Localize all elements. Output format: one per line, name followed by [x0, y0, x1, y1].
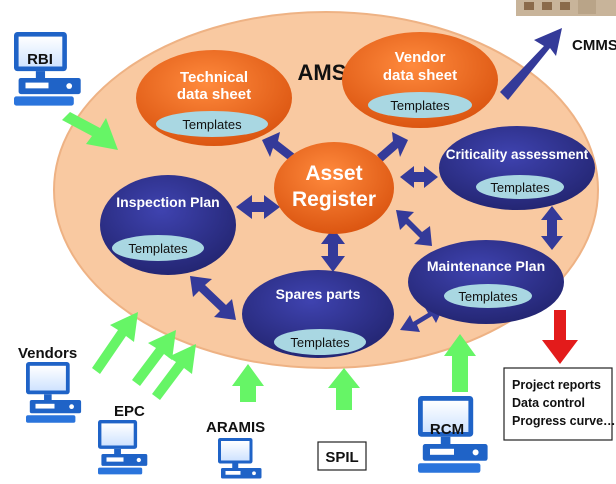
maintenance-templates-pill: [444, 284, 532, 308]
criticality-templates-pill: [476, 175, 564, 199]
vendor-templates-label: Templates: [390, 98, 450, 113]
arrow-vendors-in-1: [92, 312, 138, 374]
connectors: [190, 28, 563, 332]
arrow-aramis-in: [232, 364, 264, 402]
connector-asset-maintenance-arrow: [396, 210, 432, 246]
spil-box: [317, 441, 367, 471]
arrow-vendors-in-2: [132, 330, 176, 386]
node-inspection-plan: Inspection Plan Templates: [100, 175, 236, 275]
technical-templates-label: Templates: [182, 117, 242, 132]
report-item-data-control: Data control: [512, 396, 585, 410]
node-asset-register: Asset Register: [274, 142, 394, 234]
ams-label: AMS: [298, 60, 347, 85]
connector-criticality-asset-arrow: [400, 166, 438, 188]
node-vendor-data-sheet: Vendor data sheet Templates: [342, 32, 498, 128]
connector-technical-asset-arrow: [262, 132, 296, 162]
arrow-spil-in: [328, 368, 360, 410]
rbi-label: RBI: [27, 51, 53, 68]
node-technical-data-sheet: Technical data sheet Templates: [136, 50, 292, 146]
input-arrows: [62, 112, 476, 410]
epc-label: EPC: [114, 403, 145, 420]
criticality-templates-label: Templates: [490, 180, 550, 195]
technical-title-line2: data sheet: [177, 86, 251, 103]
cmms-label: CMMS: [572, 37, 616, 54]
spares-title: Spares parts: [276, 286, 361, 302]
technical-title-line1: Technical: [180, 69, 248, 86]
connector-vendor-asset-arrow: [377, 132, 408, 162]
node-maintenance-plan: Maintenance Plan Templates: [408, 240, 564, 324]
cmms-building-icon: [516, 0, 616, 16]
asset-register-line1: Asset: [305, 162, 362, 185]
vendors-label: Vendors: [18, 345, 77, 362]
vendors-computer-icon: [26, 362, 82, 423]
connector-inspection-spares-arrow: [190, 276, 236, 320]
report-item-progress-curve: Progress curve…: [512, 414, 616, 428]
arrow-to-cmms: [500, 28, 562, 100]
asset-register-ellipse: [274, 142, 394, 234]
inspection-templates-label: Templates: [128, 241, 188, 256]
maintenance-ellipse: [408, 240, 564, 324]
inspection-title: Inspection Plan: [116, 194, 219, 210]
connector-asset-spares-arrow: [321, 228, 345, 272]
rcm-label: RCM: [430, 421, 464, 438]
spares-templates-label: Templates: [290, 335, 350, 350]
maintenance-title: Maintenance Plan: [427, 258, 545, 274]
spares-templates-pill: [274, 329, 366, 355]
epc-computer-icon: [98, 420, 148, 475]
aramis-label: ARAMIS: [206, 419, 265, 436]
asset-register-line2: Register: [292, 188, 376, 211]
arrow-to-reports: [542, 310, 578, 364]
vendor-templates-pill: [368, 92, 472, 118]
connector-criticality-maintenance-arrow: [541, 206, 563, 250]
arrow-rbi-in: [62, 112, 118, 150]
inspection-templates-pill: [112, 235, 204, 261]
rbi-computer-icon: [14, 32, 81, 106]
vendor-title-line1: Vendor: [395, 49, 446, 66]
arrow-rcm-in: [444, 334, 476, 392]
technical-templates-pill: [156, 111, 268, 137]
criticality-title: Criticality assessment: [446, 147, 589, 162]
node-criticality-assessment: Criticality assessment Templates: [439, 126, 595, 210]
arrow-epc-in: [152, 344, 196, 400]
reports-box: [503, 367, 613, 441]
aramis-computer-icon: [218, 438, 262, 484]
report-item-project-reports: Project reports: [512, 378, 601, 392]
spil-label: SPIL: [325, 449, 358, 466]
vendor-title-line2: data sheet: [383, 67, 457, 84]
connector-inspection-asset-arrow: [236, 195, 280, 219]
node-spares-parts: Spares parts Templates: [242, 270, 394, 358]
maintenance-templates-label: Templates: [458, 289, 518, 304]
